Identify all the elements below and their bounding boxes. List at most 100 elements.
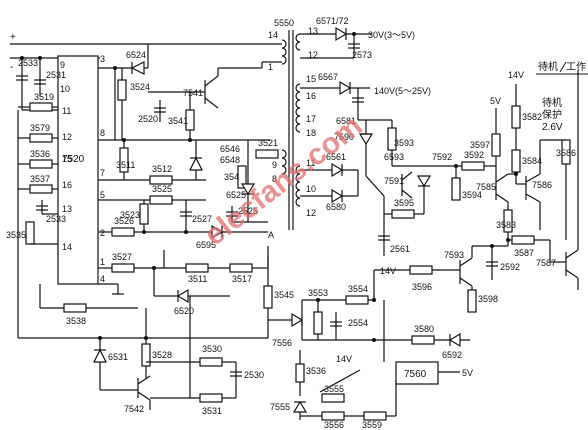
minus-label: - xyxy=(10,62,13,73)
r3511a-label: 3511 xyxy=(116,160,135,170)
r3553-label: 3553 xyxy=(308,288,328,298)
protect-line2: 保护 xyxy=(542,108,562,121)
v5a-label: 5V xyxy=(462,368,473,378)
r3511b xyxy=(185,263,209,273)
protect-line1: 待机 xyxy=(542,96,562,109)
r3594 xyxy=(451,177,461,201)
q7587-emitter xyxy=(565,269,579,279)
r3519 xyxy=(29,102,53,112)
r3556 xyxy=(321,411,345,421)
protect-line3: 2.6V xyxy=(542,122,563,133)
wire xyxy=(319,369,361,393)
r3523-label: 3523 xyxy=(120,210,140,220)
r3584 xyxy=(511,149,521,173)
junction-dot xyxy=(352,32,356,36)
d6580-label: 6580 xyxy=(326,202,346,212)
tp14-label: 14 xyxy=(268,30,278,40)
q7591-label: 7591 xyxy=(384,176,404,186)
r3536b xyxy=(295,363,305,383)
r3545 xyxy=(263,285,273,309)
v140-label: 140V(5～25V) xyxy=(374,86,431,96)
d6561-label: 6561 xyxy=(326,152,346,162)
d6593-label: 6593 xyxy=(384,152,404,162)
q7593-label: 7593 xyxy=(444,250,464,260)
junction-dot xyxy=(38,56,42,60)
r3536b-label: 3536 xyxy=(306,366,326,376)
r3531 xyxy=(199,393,223,403)
c2531-label: 2531 xyxy=(46,70,66,80)
r3521 xyxy=(255,149,279,159)
secondary-coil-140v xyxy=(295,83,301,133)
r3524 xyxy=(117,79,127,101)
d6595-label: 6595 xyxy=(196,240,216,250)
q7541-label: 7541 xyxy=(183,88,203,98)
r3545-label: 3545 xyxy=(274,290,294,300)
c2561-label: 2561 xyxy=(390,244,410,254)
q7556-symbol xyxy=(291,312,304,328)
aux-coil xyxy=(281,149,287,175)
wire xyxy=(365,175,385,197)
d6524 xyxy=(130,61,145,75)
secondary-coil-30v xyxy=(295,33,301,51)
zener-diode xyxy=(189,156,203,171)
r3519-label: 3519 xyxy=(34,92,54,102)
r3597-label: 3597 xyxy=(470,140,490,150)
junction-dot xyxy=(490,244,494,248)
r3525-label: 3525 xyxy=(152,184,172,194)
ic-7560 xyxy=(395,361,439,385)
r3537 xyxy=(29,184,53,194)
junction-dot xyxy=(113,66,117,70)
d6571 xyxy=(335,26,348,42)
ic-7520 xyxy=(57,55,99,285)
d6525-label: 6525 xyxy=(226,190,246,200)
r3541-label: 3541 xyxy=(168,116,188,126)
c2573-label: 2573 xyxy=(352,50,372,60)
c2530-label: 2530 xyxy=(244,370,264,380)
d6531-label: 6531 xyxy=(108,352,128,362)
q7542-emitter xyxy=(137,391,151,401)
r3598 xyxy=(467,289,477,313)
pin10-label: 10 xyxy=(60,84,70,94)
c2533b-label: 2533 xyxy=(46,214,66,224)
q7585-collector xyxy=(495,173,509,183)
r3595 xyxy=(391,209,415,219)
d6520 xyxy=(176,288,189,304)
q7542-collector xyxy=(137,375,151,385)
r3582 xyxy=(511,105,521,129)
pin9-label: 9 xyxy=(60,60,65,70)
v14a-label: 14V xyxy=(380,266,396,276)
junction-dot xyxy=(142,230,146,234)
d6524-label: 6524 xyxy=(126,50,146,60)
r3527 xyxy=(111,263,135,273)
q7555-zener xyxy=(292,400,308,413)
secondary-coil-low xyxy=(295,165,301,207)
r3593-label: 3593 xyxy=(394,138,414,148)
pin8-label: 8 xyxy=(100,128,105,138)
r3554 xyxy=(345,295,369,305)
junction-dot xyxy=(184,230,188,234)
r3512 xyxy=(149,175,173,185)
v14b-label: 14V xyxy=(336,354,352,364)
q7591-collector xyxy=(401,171,413,181)
q7593-emitter xyxy=(459,277,473,287)
tp13-label: 13 xyxy=(308,26,318,36)
tp16-label: 16 xyxy=(306,91,316,101)
r3528-label: 3528 xyxy=(152,350,172,360)
d6531 xyxy=(93,348,107,363)
r3540 xyxy=(237,165,247,189)
v5b-label: 5V xyxy=(490,96,501,106)
tp12b-label: 12 xyxy=(306,208,316,218)
d6520-label: 6520 xyxy=(174,306,194,316)
r3579-label: 3579 xyxy=(30,123,50,133)
pin3-label: 3 xyxy=(100,54,105,64)
r3523 xyxy=(139,203,149,225)
r3538-label: 3538 xyxy=(66,316,86,326)
r3556-label: 3556 xyxy=(324,420,344,430)
q7586-collector xyxy=(525,173,541,183)
point-a-label: A xyxy=(268,230,274,240)
r3526-label: 3526 xyxy=(114,216,134,226)
d-7592-zener xyxy=(416,175,432,188)
r3579 xyxy=(29,133,53,143)
